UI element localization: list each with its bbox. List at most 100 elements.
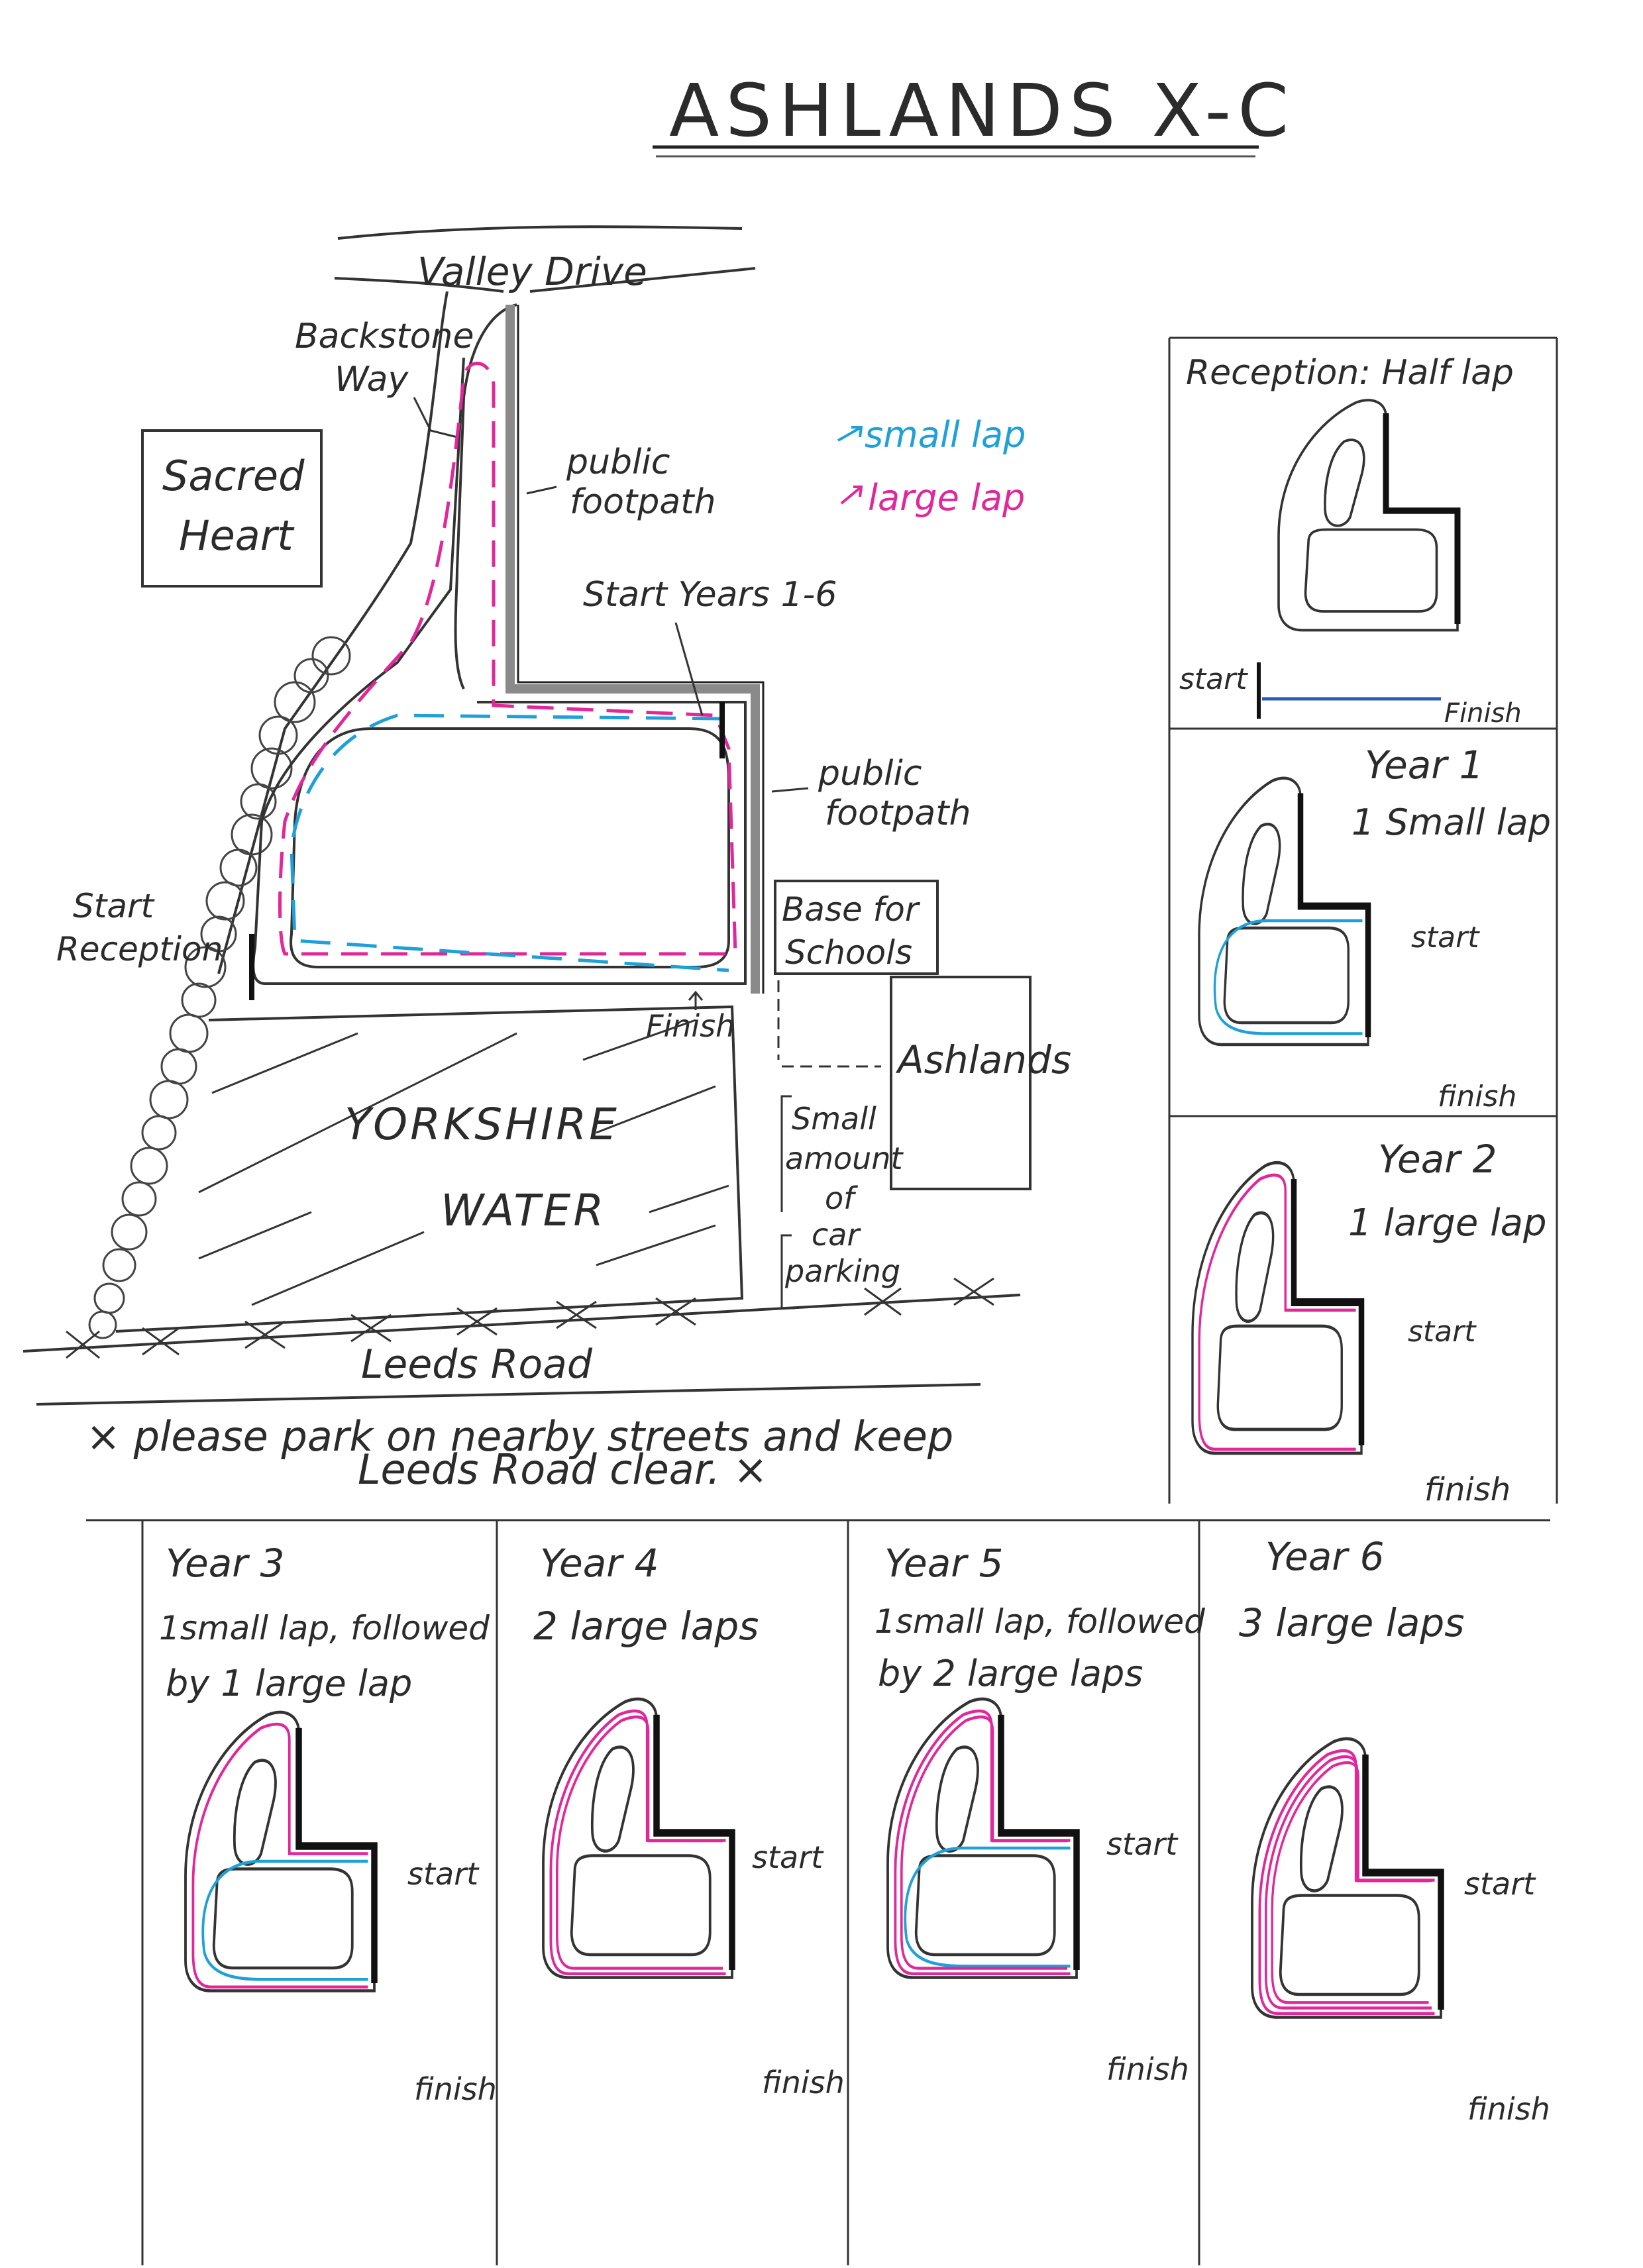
school-path [777, 980, 881, 1068]
valley-drive-road-lower [334, 267, 756, 293]
panel-year2-finish: finish [1424, 1471, 1510, 1508]
panel-year5: Year 5 1small lap, followed by 2 large l… [874, 1541, 1205, 2087]
bottom-panels-grid [86, 1519, 1550, 2265]
panel-year5-line-3: by 2 large laps [878, 1653, 1143, 1694]
backstone-way-label-2: Way [335, 360, 409, 399]
panel-year6-line-2: 3 large laps [1239, 1600, 1464, 1645]
panel-year1-line-1: Year 1 [1365, 743, 1483, 788]
public-footpath-label-top-2: footpath [570, 482, 716, 522]
leeds-road-upper [23, 1294, 1021, 1353]
leeds-road-label: Leeds Road [361, 1341, 593, 1388]
panel-year1: Year 1 1 Small lap start finish [1199, 743, 1551, 1113]
panel-year5-line-2: 1small lap, followed [874, 1602, 1205, 1641]
panel-year5-line-1: Year 5 [884, 1541, 1003, 1586]
public-footpath-label-right-1: public [818, 754, 922, 794]
footpath-pointer-top [526, 486, 557, 495]
panel-year2-large-lap [1199, 1175, 1355, 1449]
panel-year6-finish: finish [1467, 2091, 1550, 2127]
public-footpath-label-top-1: public [566, 442, 670, 482]
panel-year4-finish: finish [762, 2065, 845, 2100]
footpath-pointer-right [771, 787, 809, 793]
valley-drive-road [337, 225, 743, 240]
base-for-schools-label-1: Base for [782, 890, 921, 929]
sacred-heart-label-2: Heart [179, 511, 295, 560]
panel-year6-start: start [1464, 1866, 1536, 1902]
panel-year2-line-1: Year 2 [1378, 1137, 1497, 1182]
backstone-way-inner [454, 303, 517, 690]
backstone-way-path [217, 291, 449, 974]
course-outer-boundary [252, 357, 747, 985]
panel-year4-start: start [752, 1839, 824, 1875]
panel-reception-finish: Finish [1444, 698, 1522, 729]
panel-year5-course [888, 1699, 1077, 1977]
page-title: ASHLANDS X-C [669, 68, 1295, 153]
main-map: Valley Drive Backstone Way Sacred Heart … [23, 225, 1071, 1406]
panel-year5-small-lap [905, 1848, 1070, 1966]
valley-drive-label: Valley Drive [417, 249, 647, 294]
large-lap-route-main [278, 362, 737, 956]
panel-year1-finish: finish [1438, 1080, 1516, 1113]
panel-year1-course [1199, 778, 1368, 1045]
panel-year4: Year 4 2 large laps start finish [533, 1541, 845, 2100]
finish-label: Finish [646, 1008, 735, 1044]
ashlands-label: Ashlands [895, 1037, 1071, 1082]
legend: small lap large lap [837, 414, 1026, 519]
legend-large-lap-arrow [840, 486, 863, 505]
title-group: ASHLANDS X-C [653, 68, 1295, 158]
car-parking-label-5: parking [784, 1253, 900, 1289]
panel-year2-course [1192, 1162, 1361, 1453]
panel-reception: Reception: Half lap start Finish [1179, 353, 1522, 729]
panel-year4-large-lap-1 [551, 1711, 725, 1974]
panel-year2-start: start [1408, 1315, 1477, 1349]
panel-year1-start: start [1411, 921, 1480, 954]
yorkshire-water-label-1: YORKSHIRE [344, 1099, 619, 1150]
start-reception-label-1: Start [73, 887, 156, 925]
panel-year3-line-2: 1small lap, followed [159, 1609, 490, 1647]
public-footpath-label-right-2: footpath [825, 794, 971, 833]
panel-reception-title: Reception: Half lap [1186, 353, 1514, 393]
car-parking-label-4: car [812, 1217, 861, 1253]
car-parking-label-1: Small [792, 1101, 876, 1137]
panel-year4-line-1: Year 4 [540, 1541, 659, 1586]
panel-year5-large-lap-1 [895, 1711, 1070, 1974]
yorkshire-water-area [115, 1005, 744, 1333]
base-for-schools-label-2: Schools [785, 933, 912, 972]
parking-note-line-1: × please park on nearby streets and keep [86, 1412, 953, 1461]
panel-year4-course [543, 1699, 732, 1977]
sacred-heart-label-1: Sacred [162, 452, 305, 500]
footpath-fence-upper [505, 305, 760, 994]
no-parking-crosses [66, 1277, 994, 1359]
start-years-pointer [674, 622, 704, 716]
sacred-heart-building [141, 429, 323, 588]
backstone-pointer [413, 397, 458, 438]
panel-year5-start: start [1106, 1826, 1179, 1862]
panel-year1-line-2: 1 Small lap [1352, 801, 1551, 843]
panel-year2-line-2: 1 large lap [1348, 1202, 1547, 1245]
legend-small-lap-label: small lap [865, 414, 1026, 456]
panel-year3-start: start [407, 1856, 480, 1892]
car-parking-label-3: of [825, 1180, 858, 1216]
base-for-schools-box [774, 880, 939, 975]
panel-year4-line-2: 2 large laps [533, 1604, 759, 1649]
footpath-fence-upper-edge [517, 305, 765, 994]
parking-note: × please park on nearby streets and keep… [36, 1383, 981, 1494]
main-field [290, 727, 730, 968]
start-reception-label-2: Reception [56, 930, 223, 968]
panel-reception-start: start [1179, 662, 1248, 696]
start-years-label: Start Years 1-6 [583, 575, 837, 615]
panel-year2: Year 2 1 large lap start finish [1192, 1137, 1547, 1508]
panel-year3: Year 3 1small lap, followed by 1 large l… [159, 1541, 497, 2107]
panel-year6: Year 6 3 large laps start finish [1239, 1534, 1550, 2127]
note-top-line [36, 1383, 981, 1406]
legend-large-lap-label: large lap [868, 477, 1025, 519]
panel-year3-finish: finish [414, 2071, 497, 2107]
backstone-way-label-1: Backstone [295, 317, 474, 356]
yorkshire-water-hatching [198, 1019, 729, 1306]
yorkshire-water-label-2: WATER [441, 1185, 606, 1236]
panel-year6-course [1252, 1739, 1441, 2017]
panel-year1-small-lap [1214, 921, 1362, 1034]
legend-small-lap-arrow [837, 426, 863, 442]
panel-year3-course [186, 1712, 374, 1990]
right-panels-grid [1168, 336, 1558, 1504]
